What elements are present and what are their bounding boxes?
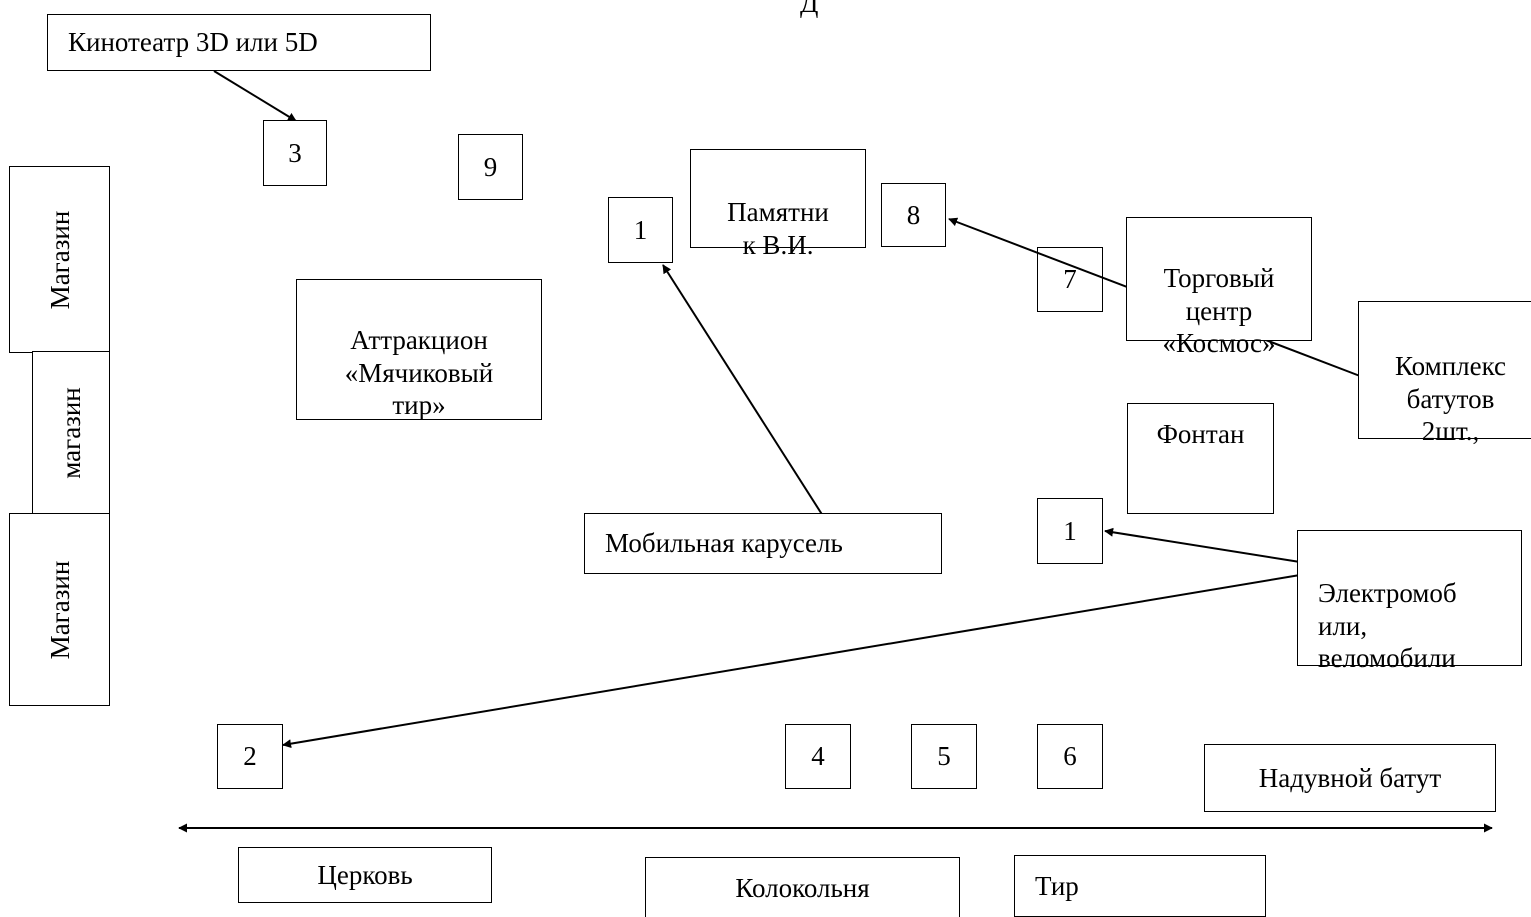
shop-box-middle: магазин bbox=[32, 351, 110, 515]
marker-3-label: 3 bbox=[288, 137, 302, 168]
marker-8: 8 bbox=[881, 183, 946, 247]
marker-1-top-label: 1 bbox=[633, 214, 648, 245]
marker-2: 2 bbox=[217, 724, 283, 789]
top-stub-text: Д bbox=[800, 0, 819, 18]
trampoline-complex-label: Комплекс батутов 2шт., bbox=[1394, 351, 1507, 447]
marker-6: 6 bbox=[1037, 724, 1103, 789]
arrow-cinema-to-3 bbox=[213, 70, 297, 122]
fountain-box: Фонтан bbox=[1127, 403, 1274, 514]
monument-label: Памятни к В.И. bbox=[727, 197, 829, 260]
marker-7: 7 bbox=[1037, 247, 1103, 312]
cinema-box: Кинотеатр 3D или 5D bbox=[47, 14, 431, 71]
marker-9-label: 9 bbox=[483, 151, 498, 182]
inflatable-trampoline-box: Надувной батут bbox=[1204, 744, 1496, 812]
church-label: Церковь bbox=[317, 859, 413, 890]
belfry-label: Колокольня bbox=[735, 872, 870, 903]
marker-4-label: 4 bbox=[811, 741, 825, 772]
carousel-label: Мобильная карусель bbox=[605, 528, 843, 559]
inflatable-trampoline-label: Надувной батут bbox=[1258, 762, 1442, 793]
trampoline-complex-box: Комплекс батутов 2шт., bbox=[1358, 301, 1531, 446]
marker-4: 4 bbox=[785, 724, 851, 789]
marker-9: 9 bbox=[458, 134, 523, 200]
marker-6-label: 6 bbox=[1063, 741, 1077, 772]
marker-1-right: 1 bbox=[1037, 498, 1103, 564]
attraction-label: Аттракцион «Мячиковый тир» bbox=[344, 325, 494, 421]
shop-label-bottom: Магазин bbox=[44, 560, 75, 659]
shop-label-middle: магазин bbox=[55, 387, 86, 479]
arrow-electromobiles-to-1 bbox=[1104, 527, 1301, 563]
electromobiles-label: Электромоб или, веломобили bbox=[1318, 578, 1457, 674]
marker-5: 5 bbox=[911, 724, 977, 789]
attraction-box: Аттракцион «Мячиковый тир» bbox=[296, 279, 542, 420]
monument-box: Памятни к В.И. bbox=[690, 149, 866, 260]
marker-5-label: 5 bbox=[937, 741, 951, 772]
arrow-electromobiles-to-2 bbox=[282, 574, 1301, 749]
shooting-range-box: Тир bbox=[1014, 855, 1266, 917]
mall-box: Торговый центр «Космос» bbox=[1126, 217, 1312, 358]
marker-7-label: 7 bbox=[1063, 264, 1077, 295]
electromobiles-box: Электромоб или, веломобили bbox=[1297, 530, 1522, 673]
arrow-carousel-to-1 bbox=[662, 264, 824, 517]
marker-1-right-label: 1 bbox=[1063, 515, 1077, 546]
cinema-label: Кинотеатр 3D или 5D bbox=[68, 27, 318, 58]
marker-1-top: 1 bbox=[608, 197, 673, 263]
marker-3: 3 bbox=[263, 120, 327, 186]
marker-2-label: 2 bbox=[243, 741, 257, 772]
shop-box-top: Магазин bbox=[9, 166, 110, 353]
shop-box-bottom: Магазин bbox=[9, 513, 110, 706]
carousel-box: Мобильная карусель bbox=[584, 513, 942, 574]
belfry-box: Колокольня bbox=[645, 857, 960, 917]
church-box: Церковь bbox=[238, 847, 492, 903]
shop-label-top: Магазин bbox=[44, 210, 75, 309]
fountain-label: Фонтан bbox=[1156, 419, 1245, 449]
mall-label: Торговый центр «Космос» bbox=[1162, 263, 1276, 359]
marker-8-label: 8 bbox=[906, 199, 921, 230]
shooting-range-label: Тир bbox=[1035, 870, 1079, 901]
